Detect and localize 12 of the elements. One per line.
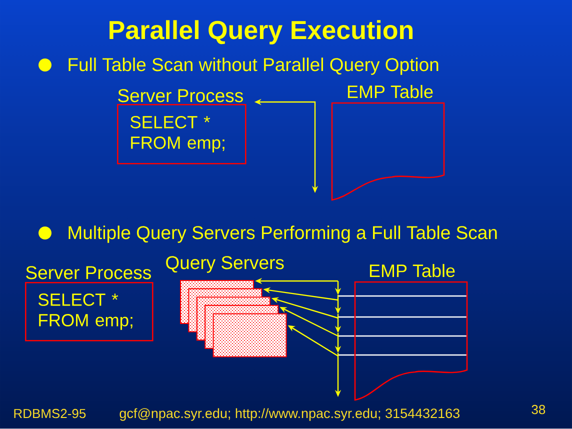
slide-title: Parallel Query Execution [110, 20, 413, 44]
process-box: SELECT * FROM emp; [117, 104, 246, 164]
box-heading: Server Process [118, 89, 243, 102]
table-heading: EMP Table [370, 264, 455, 278]
process-box: SELECT * FROM emp; [25, 282, 154, 342]
course-code: RDBMS2-95 [14, 408, 86, 418]
box-heading: Server Process [26, 266, 151, 280]
stack-heading: Query Servers [166, 256, 284, 273]
bullet-text: Multiple Query Servers Performing a Full Table Scan [68, 226, 497, 243]
page-number: 38 [532, 404, 546, 414]
bullet-text: Full Table Scan without Parallel Query Option [68, 58, 438, 75]
table-heading: EMP Table [348, 84, 433, 98]
